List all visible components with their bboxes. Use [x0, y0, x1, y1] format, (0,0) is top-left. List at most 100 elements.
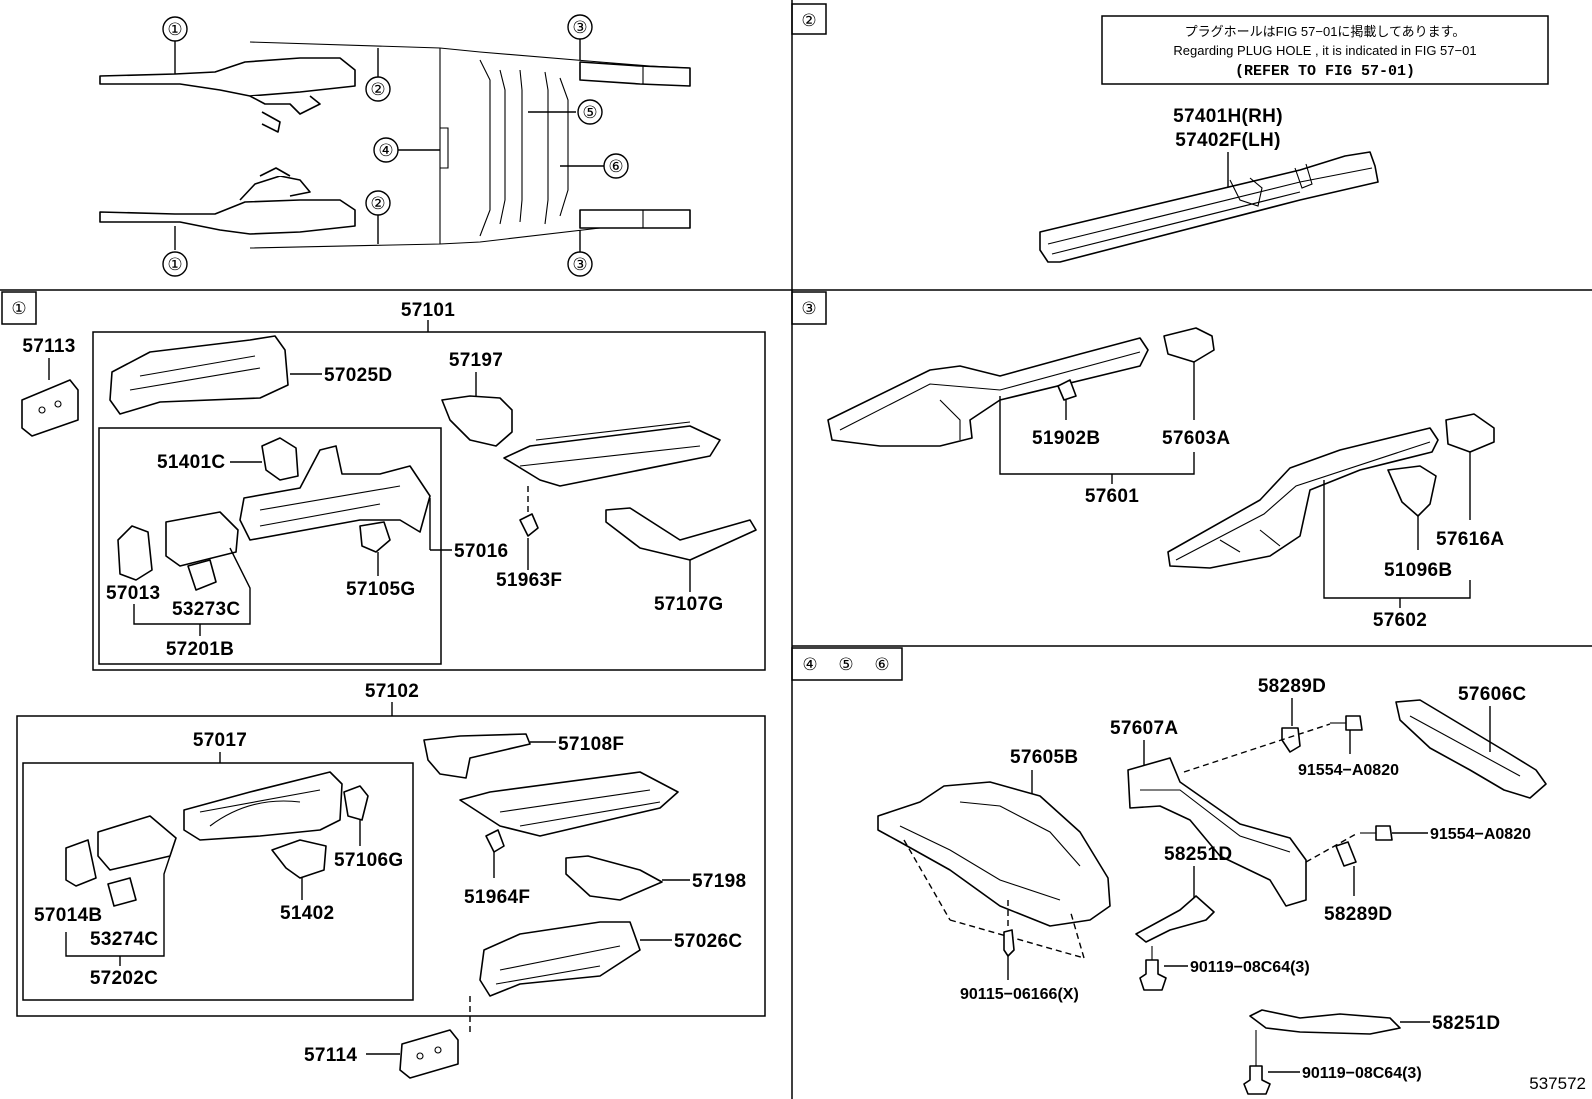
section-6-tag: ⑥: [874, 655, 889, 674]
section-2-tag: ②: [801, 11, 816, 30]
note-box: [1101, 15, 1549, 85]
part-53274C: [107, 877, 137, 907]
label-57102: 57102: [365, 681, 419, 702]
label-51963F: 51963F: [496, 570, 562, 591]
label-57198: 57198: [692, 871, 746, 892]
section-5-tag: ⑤: [838, 655, 853, 674]
part-57607A: [1127, 757, 1307, 907]
label-57402F: 57402F(LH): [1175, 130, 1280, 151]
callout-5-label: ⑤: [582, 103, 597, 122]
section-456: ④ ⑤ ⑥ 58289D 91554−A0820 57606C 57607A 5…: [802, 655, 1586, 1095]
label-57616A: 57616A: [1436, 529, 1504, 550]
part-53273C: [187, 559, 217, 591]
label-91554-top: 91554−A0820: [1298, 762, 1399, 779]
label-57401H: 57401H(RH): [1173, 106, 1283, 127]
part-51402: [271, 839, 327, 879]
label-57108F: 57108F: [558, 734, 624, 755]
part-57202C-bracket: [97, 815, 177, 871]
callout-3-bottom-label: ③: [572, 255, 587, 274]
part-57017: [183, 771, 343, 841]
label-57197: 57197: [449, 350, 503, 371]
label-51096B: 51096B: [1384, 560, 1452, 581]
label-51902B: 51902B: [1032, 428, 1100, 449]
callout-1-top-label: ①: [167, 20, 182, 39]
section-1-tag: ①: [11, 299, 26, 318]
part-57108F: [423, 733, 531, 779]
label-57114: 57114: [304, 1045, 357, 1066]
part-51964F: [485, 829, 505, 853]
callout-2-upper-label: ②: [370, 80, 385, 99]
label-90119-top: 90119−08C64(3): [1190, 959, 1310, 976]
part-57605B: [877, 781, 1111, 927]
label-57101: 57101: [401, 300, 455, 321]
part-57603A: [1163, 327, 1215, 363]
note-japanese: プラグホールはFIG 57−01に掲載してあります。: [1185, 24, 1466, 39]
section-2: ② プラグホールはFIG 57−01に掲載してあります。 Regarding P…: [801, 11, 1549, 263]
part-90115-bolt: [1003, 929, 1015, 957]
part-57025D: [109, 335, 289, 415]
callout-1-bottom-label: ①: [167, 255, 182, 274]
part-57198: [565, 855, 663, 901]
label-58251D-bottom: 58251D: [1432, 1013, 1500, 1034]
part-57114: [399, 1029, 459, 1079]
part-57016: [239, 445, 431, 541]
figure-id: 537572: [1529, 1074, 1586, 1093]
label-57113: 57113: [22, 336, 75, 357]
part-51902B: [1057, 379, 1077, 401]
label-57025D: 57025D: [324, 365, 392, 386]
part-51096B: [1387, 465, 1437, 517]
section-3-tag: ③: [801, 299, 816, 318]
label-57201B: 57201B: [166, 639, 234, 660]
callout-2-lower-label: ②: [370, 194, 385, 213]
label-53274C: 53274C: [90, 929, 158, 950]
label-57202C: 57202C: [90, 968, 158, 989]
label-57016: 57016: [454, 541, 508, 562]
label-57106G: 57106G: [334, 850, 403, 871]
label-57105G: 57105G: [346, 579, 415, 600]
part-57105G: [359, 521, 391, 553]
part-57026C: [479, 921, 641, 997]
label-57017: 57017: [193, 730, 247, 751]
label-57606C: 57606C: [1458, 684, 1526, 705]
part-57108F-channel: [459, 771, 679, 837]
overview-callouts: ① ② ③ ④ ⑤ ⑥ ② ① ③: [162, 14, 629, 277]
callout-4-label: ④: [378, 141, 393, 160]
label-57026C: 57026C: [674, 931, 742, 952]
note-reference: (REFER TO FIG 57-01): [1235, 63, 1415, 80]
part-58251D-top: [1135, 895, 1215, 943]
part-57602-rail: [1167, 427, 1439, 569]
label-57107G: 57107G: [654, 594, 723, 615]
label-53273C: 53273C: [172, 599, 240, 620]
part-57014B: [65, 839, 97, 887]
label-57603A: 57603A: [1162, 428, 1230, 449]
label-58289D-bottom: 58289D: [1324, 904, 1392, 925]
section-1: ① 57101 57113 57025D 57197 51401C 57016 …: [11, 299, 766, 1079]
rocker-panel: [1039, 151, 1379, 263]
part-57201B-bracket: [165, 511, 239, 567]
part-57107G: [605, 507, 757, 561]
label-58251D-top: 58251D: [1164, 844, 1232, 865]
part-58289D-top: [1281, 727, 1301, 753]
label-51401C: 51401C: [157, 452, 225, 473]
label-57014B: 57014B: [34, 905, 102, 926]
label-57013: 57013: [106, 583, 160, 604]
part-57616A: [1445, 413, 1495, 453]
label-91554-mid: 91554−A0820: [1430, 826, 1531, 843]
part-51401C: [261, 437, 299, 481]
part-57113: [21, 379, 79, 437]
part-51963F: [519, 513, 539, 537]
callout-6-label: ⑥: [608, 157, 623, 176]
label-51402: 51402: [280, 903, 334, 924]
part-57601-rail: [827, 337, 1149, 447]
label-57602: 57602: [1373, 610, 1427, 631]
label-57601: 57601: [1085, 486, 1139, 507]
note-english: Regarding PLUG HOLE , it is indicated in…: [1173, 43, 1476, 58]
label-90115: 90115−06166(X): [960, 986, 1079, 1003]
part-91554-bolt-top: [1345, 715, 1363, 731]
part-58251D-bottom: [1249, 1009, 1401, 1035]
callout-1-top: [162, 16, 188, 42]
overview-underbody: [99, 41, 691, 249]
part-58289D-bot: [1335, 841, 1357, 867]
